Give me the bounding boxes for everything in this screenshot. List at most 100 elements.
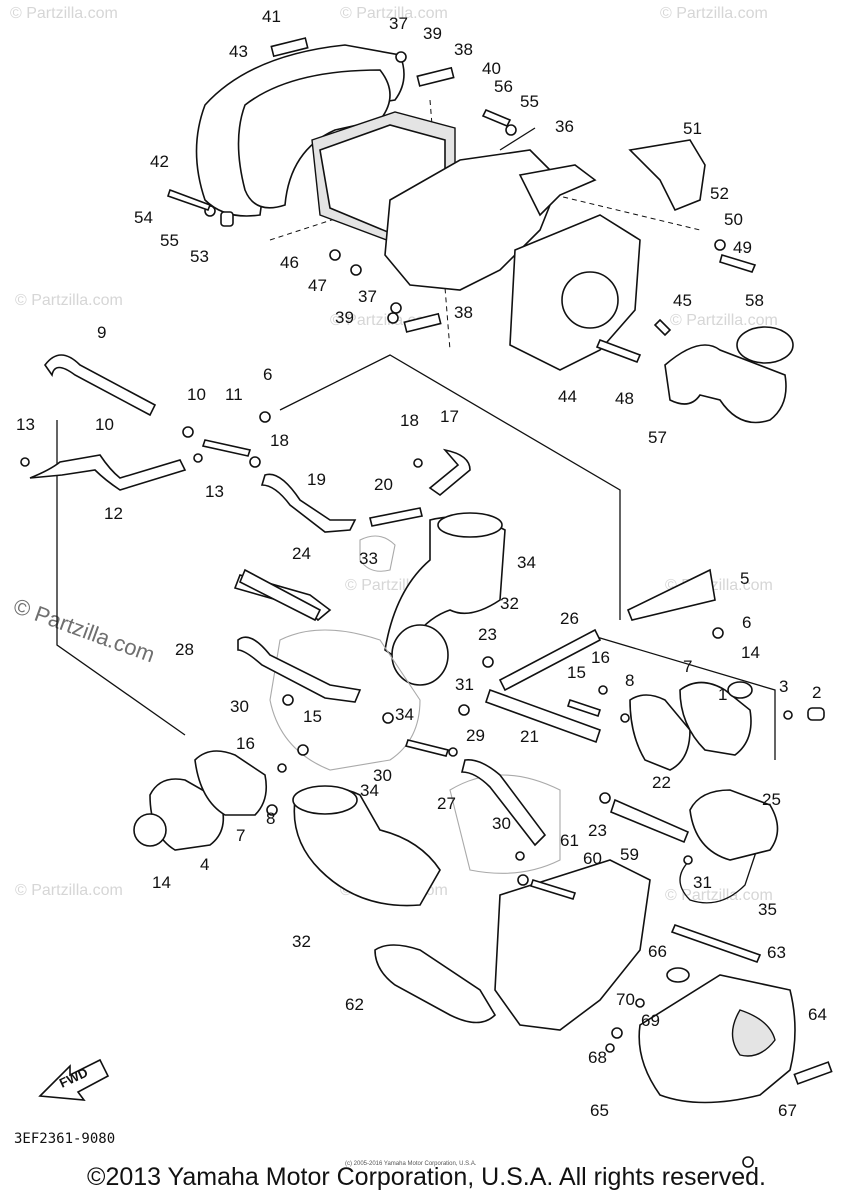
part-label: 59	[620, 845, 639, 864]
fitting-20	[369, 507, 423, 527]
part-label: 58	[745, 291, 764, 310]
lower-bracket-and-cover	[374, 859, 833, 1104]
diagram-code: 3EF2361-9080	[14, 1131, 115, 1147]
part-label: 38	[454, 40, 473, 59]
part-label: 13	[16, 415, 35, 434]
pipe-24	[238, 568, 322, 622]
watermark-text: © Partzilla.com	[15, 882, 123, 899]
part-label: 10	[95, 415, 114, 434]
fwd-arrow: FWD	[38, 1058, 110, 1101]
bracket	[518, 164, 597, 217]
part-label: 15	[567, 663, 586, 682]
part-label: 42	[150, 152, 169, 171]
sensor-25	[689, 789, 779, 861]
part-label: 34	[395, 705, 414, 724]
part-label: 13	[205, 482, 224, 501]
part-label: 25	[762, 790, 781, 809]
watermark-text: © Partzilla.com	[340, 5, 448, 22]
stay-62	[374, 944, 497, 1024]
part-label: 60	[583, 849, 602, 868]
part-label: 46	[280, 253, 299, 272]
part-label: 14	[741, 643, 760, 662]
part-label: 4	[200, 855, 209, 874]
watermark-text: © Partzilla.com	[15, 292, 123, 309]
part-label: 64	[808, 1005, 827, 1024]
watermark-text: © Partzilla.com	[665, 887, 773, 904]
part-label: 18	[400, 411, 419, 430]
part-label: 8	[625, 671, 634, 690]
part-label: 23	[588, 821, 607, 840]
part-label: 62	[345, 995, 364, 1014]
pipe-22	[610, 798, 690, 844]
part-label: 31	[455, 675, 474, 694]
part-label: 16	[236, 734, 255, 753]
part-label: 38	[454, 303, 473, 322]
part-label: 7	[683, 657, 692, 676]
watermark-text: © Partzilla.com	[10, 5, 118, 22]
air-cleaner-assembly	[195, 37, 706, 371]
part-label: 61	[560, 831, 579, 850]
part-label: 56	[494, 77, 513, 96]
part-label: 53	[190, 247, 209, 266]
part-label: 39	[423, 24, 442, 43]
part-label: 5	[740, 569, 749, 588]
watermark-text: © Partzilla.com	[660, 5, 768, 22]
part-label: 2	[812, 683, 821, 702]
part-label: 65	[590, 1101, 609, 1120]
heat-shield	[628, 139, 706, 212]
part-label: 34	[360, 781, 379, 800]
part-label: 8	[266, 809, 275, 828]
part-label: 57	[648, 428, 667, 447]
part-label: 32	[500, 594, 519, 613]
part-label: 35	[758, 900, 777, 919]
part-label: 12	[104, 504, 123, 523]
part-label: 67	[778, 1101, 797, 1120]
part-label: 29	[466, 726, 485, 745]
part-label: 70	[616, 990, 635, 1009]
part-label: 11	[225, 385, 243, 404]
part-label: 30	[230, 697, 249, 716]
joint-7-left	[194, 750, 268, 816]
part-label: 43	[229, 42, 248, 61]
part-label: 19	[307, 470, 326, 489]
part-label: 55	[520, 92, 539, 111]
bracket-59	[494, 859, 651, 1031]
fasteners	[20, 51, 825, 1168]
part-label: 9	[97, 323, 106, 342]
part-label: 34	[517, 553, 536, 572]
part-label: 44	[558, 387, 577, 406]
part-label: 22	[652, 773, 671, 792]
part-label: 15	[303, 707, 322, 726]
part-label: 28	[175, 640, 194, 659]
watermark-text: © Partzilla.com	[670, 312, 778, 329]
side-cover-65	[638, 974, 796, 1104]
watermark-large: © Partzilla.com	[10, 593, 158, 667]
part-label: 27	[437, 794, 456, 813]
small-copyright: (c) 2005-2016 Yamaha Motor Corporation, …	[345, 1161, 477, 1167]
part-label: 41	[262, 7, 281, 26]
part-label: 23	[478, 625, 497, 644]
part-label: 32	[292, 932, 311, 951]
part-label: 37	[389, 14, 408, 33]
part-label: 30	[492, 814, 511, 833]
joint-1	[679, 681, 752, 756]
part-label: 49	[733, 238, 752, 257]
part-label: 1	[718, 685, 727, 704]
part-label: 20	[374, 475, 393, 494]
part-label: 54	[134, 208, 153, 227]
part-label: 3	[779, 677, 788, 696]
part-label: 47	[308, 276, 327, 295]
part-label: 48	[615, 389, 634, 408]
copyright-notice: ©2013 Yamaha Motor Corporation, U.S.A. A…	[87, 1163, 766, 1191]
part-label: 45	[673, 291, 692, 310]
joint-7-right	[629, 694, 691, 771]
hoses	[29, 354, 761, 904]
part-labels: 1 2 3 4 5 6 6 7 7 8 8 9 10 10 11 12 13 1…	[16, 7, 827, 1120]
part-label: 39	[335, 308, 354, 327]
part-label: 55	[160, 231, 179, 250]
part-label: 6	[263, 365, 272, 384]
part-label: 14	[152, 873, 171, 892]
part-label: 52	[710, 184, 729, 203]
part-label: 18	[270, 431, 289, 450]
